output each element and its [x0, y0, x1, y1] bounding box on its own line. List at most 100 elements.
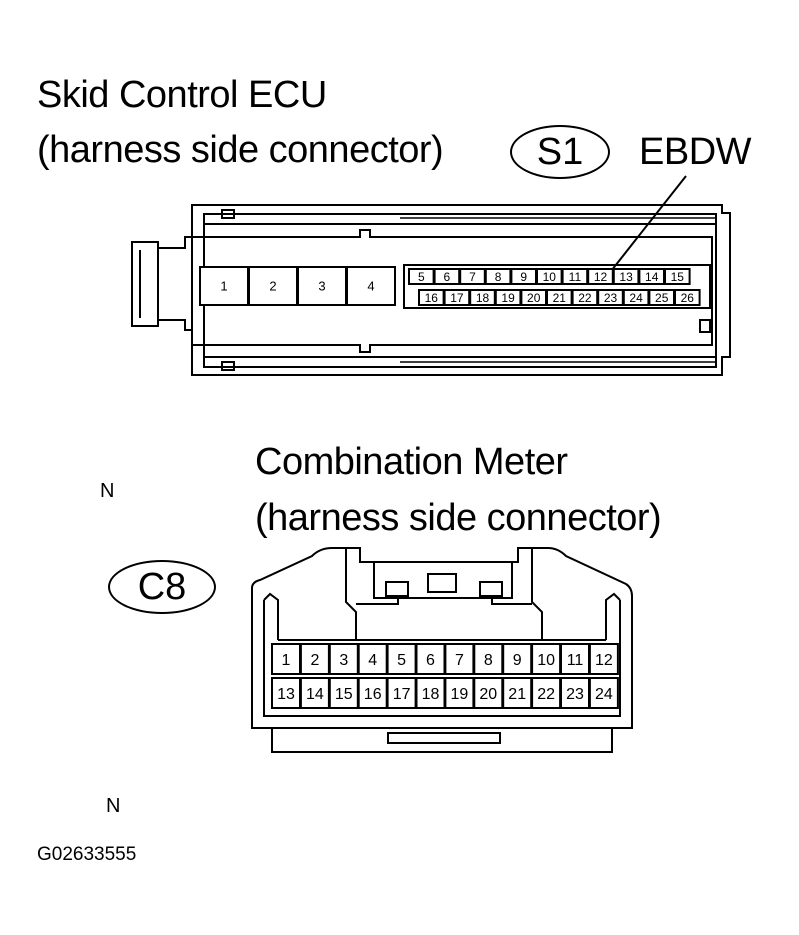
meter-pin-label: 15: [335, 686, 353, 703]
meter-pin-11: 11: [560, 643, 590, 675]
meter-pin-5: 5: [386, 643, 417, 675]
meter-pin-20: 20: [473, 677, 504, 709]
meter-pin-cell: [328, 643, 359, 675]
ecu-pin-label: 14: [645, 270, 659, 284]
meter-pin-7: 7: [444, 643, 475, 675]
ecu-pin-label: 9: [520, 270, 527, 284]
meter-pin-label: 20: [479, 686, 497, 703]
meter-pin-label: 11: [567, 652, 584, 669]
meter-pin-cell: [271, 677, 301, 709]
ecu-pin-label: 4: [367, 279, 374, 294]
ecu-pin-label: 3: [318, 279, 325, 294]
ecu-pin-6: 6: [433, 268, 461, 285]
ecu-pin-23: 23: [597, 289, 624, 306]
ecu-pin-1: 1: [199, 266, 249, 306]
ecu-terminal-label: EBDW: [639, 131, 752, 173]
ecu-subtitle: (harness side connector): [37, 129, 444, 171]
meter-pin-9: 9: [502, 643, 533, 675]
ecu-connector-code: S1: [510, 125, 610, 179]
meter-pin-label: 2: [310, 652, 319, 669]
meter-pin-label: 1: [282, 652, 291, 669]
meter-pin-label: 9: [513, 652, 522, 669]
ecu-pin-cell: [199, 266, 249, 306]
ecu-pin-21: 21: [546, 289, 573, 306]
meter-connector-housing: [251, 547, 633, 753]
meter-pin-cell: [328, 677, 359, 709]
ecu-top-pin-row: 5 6 7 8 9 10 11 12 13 14 15: [408, 268, 691, 285]
meter-pin-24: 24: [588, 677, 619, 709]
meter-pin-label: 22: [537, 686, 555, 703]
ecu-pin-cell: [346, 266, 396, 306]
ecu-pin-cell: [494, 289, 522, 306]
meter-pin-cell: [560, 677, 590, 709]
ecu-pin-19: 19: [494, 289, 522, 306]
ecu-large-pin-group: 1 2 3 4: [199, 266, 396, 306]
ecu-pin-2: 2: [248, 266, 298, 306]
meter-pin-3: 3: [328, 643, 359, 675]
ecu-pin-cell: [612, 268, 640, 285]
meter-pin-label: 16: [364, 686, 382, 703]
meter-pin-label: 3: [339, 652, 348, 669]
ecu-pin-18: 18: [469, 289, 496, 306]
ecu-pin-label: 12: [594, 270, 608, 284]
meter-pin-label: 23: [566, 686, 584, 703]
meter-pin-23: 23: [560, 677, 590, 709]
meter-pin-label: 10: [537, 652, 555, 669]
ecu-pin-label: 26: [681, 291, 695, 305]
ecu-pin-label: 8: [495, 270, 502, 284]
meter-pin-label: 14: [306, 686, 324, 703]
ecu-pin-9: 9: [510, 268, 537, 285]
ecu-pin-label: 20: [527, 291, 541, 305]
ecu-pin-label: 21: [553, 291, 567, 305]
ecu-pin-cell: [622, 289, 650, 306]
meter-subtitle: (harness side connector): [255, 497, 662, 539]
ecu-pin-3: 3: [297, 266, 347, 306]
meter-pin-15: 15: [328, 677, 359, 709]
ecu-pin-10: 10: [536, 268, 563, 285]
meter-pin-label: 6: [426, 652, 435, 669]
ecu-pin-8: 8: [484, 268, 512, 285]
ecu-pin-label: 19: [501, 291, 515, 305]
ecu-pin-label: 7: [469, 270, 476, 284]
ecu-pin-4: 4: [346, 266, 396, 306]
meter-pin-21: 21: [502, 677, 533, 709]
ecu-pin-label: 6: [444, 270, 451, 284]
ecu-pin-22: 22: [571, 289, 599, 306]
meter-pin-cell: [588, 643, 619, 675]
ecu-pin-24: 24: [622, 289, 650, 306]
meter-pin-label: 7: [455, 652, 464, 669]
meter-pin-17: 17: [386, 677, 417, 709]
meter-pin-label: 21: [508, 686, 526, 703]
ecu-pin-16: 16: [418, 289, 445, 306]
ecu-pin-label: 11: [569, 270, 582, 284]
ecu-pin-5: 5: [408, 268, 435, 285]
ecu-pin-label: 23: [604, 291, 618, 305]
meter-pin-cell: [357, 643, 388, 675]
meter-pin-19: 19: [444, 677, 475, 709]
ecu-pin-label: 24: [629, 291, 643, 305]
ecu-pin-cell: [248, 266, 298, 306]
ecu-pin-label: 15: [671, 270, 685, 284]
ecu-pin-label: 5: [418, 270, 425, 284]
meter-pin-cell: [531, 677, 562, 709]
ecu-pin-14: 14: [638, 268, 666, 285]
meter-pin-label: 19: [451, 686, 469, 703]
ecu-title: Skid Control ECU: [37, 74, 327, 116]
meter-pin-cell: [502, 677, 533, 709]
ecu-pin-17: 17: [443, 289, 471, 306]
ecu-pin-label: 10: [543, 270, 557, 284]
ecu-pin-cell: [297, 266, 347, 306]
figure-code: G02633555: [37, 844, 137, 865]
ecu-pin-20: 20: [520, 289, 548, 306]
meter-pin-cell: [386, 677, 417, 709]
meter-pin-16: 16: [357, 677, 388, 709]
ecu-pin-13: 13: [612, 268, 640, 285]
ecu-pin-25: 25: [648, 289, 676, 306]
ecu-pin-15: 15: [664, 268, 691, 285]
ecu-pin-label: 22: [578, 291, 592, 305]
ecu-pin-label: 2: [269, 279, 276, 294]
